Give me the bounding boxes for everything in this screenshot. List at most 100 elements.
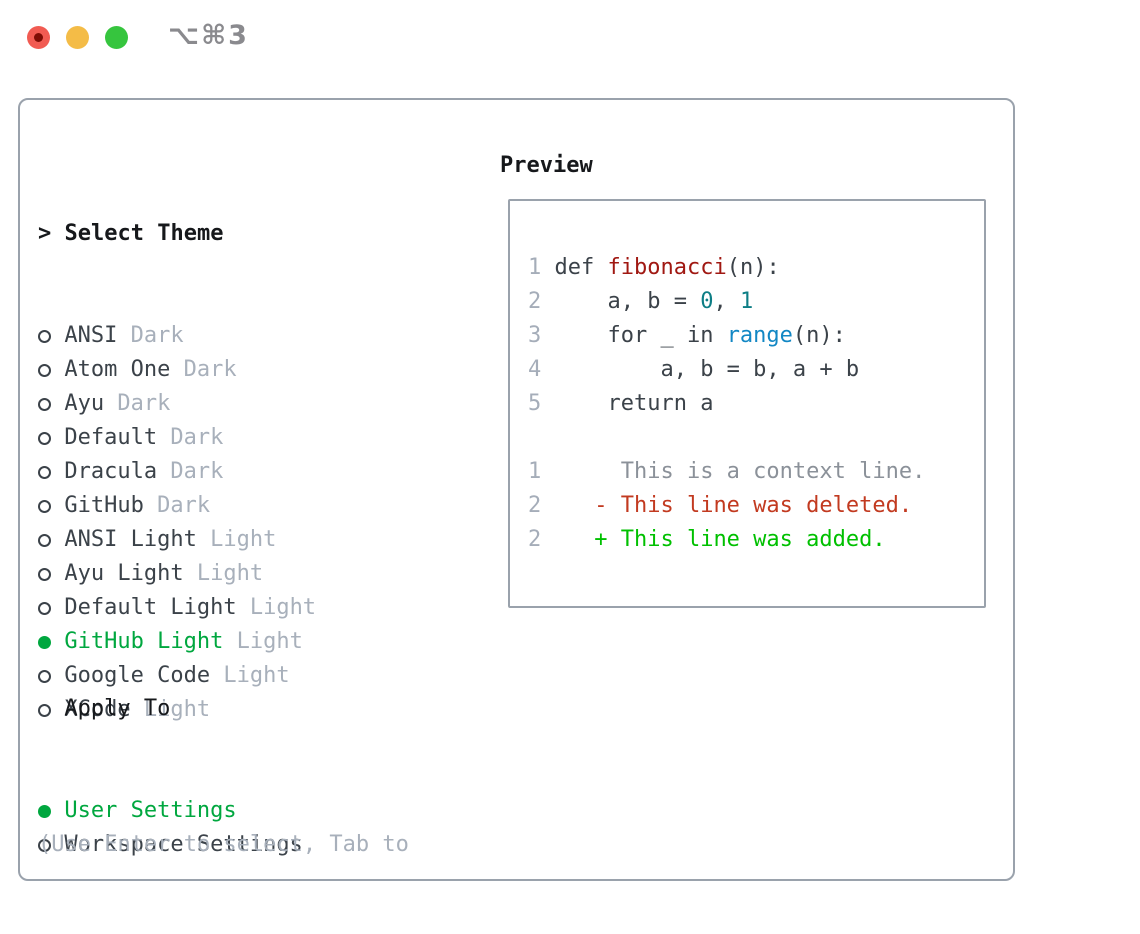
- option-label: User Settings: [64, 798, 237, 823]
- code-segment: fibonacci: [607, 255, 727, 280]
- option-label: Ayu Light: [64, 561, 184, 586]
- theme-option[interactable]: Dracula Dark: [38, 455, 316, 489]
- option-label: XCode: [64, 697, 131, 722]
- maximize-button[interactable]: [105, 26, 128, 49]
- code-line: 3 for _ in range(n):: [528, 319, 974, 353]
- preview-heading: Preview: [500, 153, 593, 178]
- option-label: Google Code: [64, 663, 211, 688]
- option-label: GitHub Light: [64, 629, 224, 654]
- theme-option[interactable]: XCode Light: [38, 693, 316, 727]
- apply-option[interactable]: Workspace Settings: [38, 828, 303, 862]
- radio-icon: [38, 466, 51, 479]
- radio-icon: [38, 636, 51, 649]
- apply-to-heading: Apply To: [64, 696, 171, 721]
- code-segment: 0: [700, 289, 714, 314]
- theme-option[interactable]: Default Light Light: [38, 591, 316, 625]
- code-line: 1 def fibonacci(n):: [528, 251, 974, 285]
- code-line: 2 + This line was added.: [528, 523, 974, 557]
- option-variant-label: Light: [196, 561, 264, 586]
- apply-option[interactable]: User Settings: [38, 794, 303, 828]
- option-label: Atom One: [64, 357, 171, 382]
- titlebar: ⌥⌘3: [0, 0, 1140, 74]
- code-line: 4 a, b = b, a + b: [528, 353, 974, 387]
- option-label: Default Light: [64, 595, 237, 620]
- code-line: 1 This is a context line.: [528, 455, 974, 489]
- code-segment: return a: [541, 391, 714, 416]
- option-variant-label: Light: [236, 629, 303, 654]
- close-button[interactable]: [27, 26, 50, 49]
- theme-option[interactable]: Google Code Light: [38, 659, 316, 693]
- theme-option[interactable]: Ayu Light Light: [38, 557, 316, 591]
- theme-option[interactable]: GitHub Light Light: [38, 625, 316, 659]
- code-segment: This is a context line.: [541, 459, 926, 484]
- theme-option[interactable]: Default Dark: [38, 421, 316, 455]
- code-segment: for _ in: [541, 323, 727, 348]
- option-label: Workspace Settings: [64, 832, 303, 857]
- radio-icon: [38, 704, 51, 717]
- option-label: ANSI Light: [64, 527, 197, 552]
- code-segment: [541, 527, 594, 552]
- option-variant-label: Dark: [157, 493, 211, 518]
- code-segment: ,: [713, 289, 740, 314]
- minimize-button[interactable]: [66, 26, 89, 49]
- code-segment: def: [541, 255, 608, 280]
- option-variant-label: Light: [210, 527, 277, 552]
- hint-line: (Use Enter to select, Tab to: [38, 832, 409, 857]
- radio-icon: [38, 839, 51, 852]
- option-label: ANSI: [64, 323, 118, 348]
- option-label: Dracula: [64, 459, 158, 484]
- line-number: 2: [528, 289, 542, 314]
- code-line: 2 - This line was deleted.: [528, 489, 974, 523]
- theme-option[interactable]: GitHub Dark: [38, 489, 316, 523]
- select-theme-heading: Select Theme: [64, 221, 224, 246]
- code-segment: [541, 493, 594, 518]
- line-number: 4: [528, 357, 542, 382]
- line-number: 1: [528, 255, 542, 280]
- radio-icon: [38, 602, 51, 615]
- window-title-shortcut: ⌥⌘3: [168, 20, 249, 51]
- code-line: 5 return a: [528, 387, 974, 421]
- code-segment: (n):: [726, 255, 780, 280]
- theme-option[interactable]: Ayu Dark: [38, 387, 316, 421]
- option-variant-label: Dark: [170, 425, 224, 450]
- hint-text: (Use Enter to select, Tab to change focu…: [38, 760, 409, 934]
- code-line: 2 a, b = 0, 1: [528, 285, 974, 319]
- radio-icon: [38, 432, 51, 445]
- option-label: Default: [64, 425, 158, 450]
- option-label: GitHub: [64, 493, 144, 518]
- theme-option[interactable]: Atom One Dark: [38, 353, 316, 387]
- code-segment: range: [726, 323, 793, 348]
- option-variant-label: Dark: [183, 357, 237, 382]
- radio-icon: [38, 364, 51, 377]
- code-segment: (n):: [792, 323, 846, 348]
- code-segment: - This line was deleted.: [594, 493, 913, 518]
- option-variant-label: Light: [223, 663, 290, 688]
- radio-icon: [38, 500, 51, 513]
- code-line: [528, 421, 974, 455]
- radio-icon: [38, 330, 51, 343]
- code-segment: a, b =: [541, 289, 701, 314]
- theme-option[interactable]: ANSI Dark: [38, 319, 316, 353]
- traffic-lights: [27, 26, 128, 49]
- theme-option[interactable]: ANSI Light Light: [38, 523, 316, 557]
- select-theme-heading-row: > Select Theme: [38, 217, 316, 251]
- option-variant-label: Dark: [130, 323, 184, 348]
- code-segment: a, b = b, a + b: [541, 357, 860, 382]
- code-segment: + This line was added.: [594, 527, 886, 552]
- line-number: 2: [528, 493, 542, 518]
- close-dot-icon: [34, 33, 43, 42]
- line-number: 2: [528, 527, 542, 552]
- option-variant-label: Light: [143, 697, 211, 722]
- line-number: 1: [528, 459, 542, 484]
- option-variant-label: Light: [249, 595, 317, 620]
- radio-icon: [38, 398, 51, 411]
- line-number: 5: [528, 391, 542, 416]
- radio-icon: [38, 568, 51, 581]
- radio-icon: [38, 670, 51, 683]
- option-label: Ayu: [64, 391, 105, 416]
